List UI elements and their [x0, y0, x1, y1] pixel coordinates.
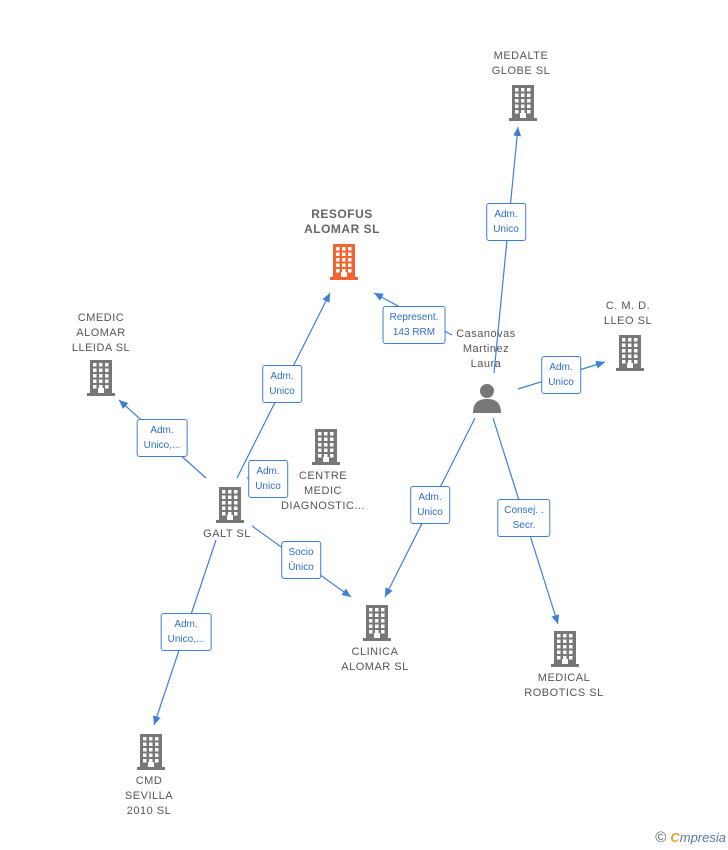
edge-casanovas-medalte	[493, 126, 522, 374]
building-icon[interactable]	[214, 487, 246, 528]
edge-label-galt-cmd_sevilla[interactable]: Adm. Unico,...	[160, 613, 212, 651]
building-icon[interactable]	[549, 631, 581, 672]
node-label-centre[interactable]: CENTRE MEDIC DIAGNOSTIC...	[280, 470, 366, 512]
edge-label-galt-resofus[interactable]: Adm. Unico	[262, 365, 302, 403]
building-icon[interactable]	[361, 605, 393, 646]
building-icon[interactable]	[135, 734, 167, 775]
building-icon[interactable]	[614, 335, 646, 376]
node-label-galt[interactable]: GALT SL	[203, 528, 251, 540]
edge-label-casanovas-resofus[interactable]: Represent. 143 RRM	[382, 306, 446, 344]
node-label-cmedic[interactable]: CMEDIC ALOMAR LLEIDA SL	[71, 312, 131, 354]
node-label-medical[interactable]: MEDICAL ROBOTICS SL	[524, 672, 604, 699]
node-label-casanovas[interactable]: Casanovas Martinez Laura	[456, 328, 516, 370]
building-icon[interactable]	[85, 360, 117, 401]
edge-label-galt-clinica[interactable]: Socio Único	[281, 541, 321, 579]
brand-name: mpresia	[679, 830, 726, 845]
building-icon[interactable]	[310, 429, 342, 470]
copyright-symbol: ©	[655, 829, 667, 846]
building-icon[interactable]	[507, 85, 539, 126]
person-icon[interactable]	[471, 383, 503, 418]
edge-label-casanovas-medical[interactable]: Consej. . Secr.	[497, 499, 551, 537]
node-label-clinica[interactable]: CLINICA ALOMAR SL	[341, 646, 409, 673]
node-label-medalte[interactable]: MEDALTE GLOBE SL	[491, 50, 551, 77]
edge-label-casanovas-medalte[interactable]: Adm. Unico	[486, 203, 526, 241]
node-label-cmd_sevilla[interactable]: CMD SEVILLA 2010 SL	[124, 775, 174, 817]
brand-initial: C	[670, 830, 680, 845]
edge-label-galt-centre[interactable]: Adm. Unico	[248, 460, 288, 498]
node-label-cmd_lleo[interactable]: C. M. D. LLEO SL	[603, 300, 653, 327]
building-icon[interactable]	[328, 244, 360, 285]
edge-label-casanovas-clinica[interactable]: Adm. Unico	[410, 486, 450, 524]
edge-label-galt-cmedic[interactable]: Adm. Unico,...	[136, 419, 188, 457]
node-label-resofus[interactable]: RESOFUS ALOMAR SL	[304, 207, 380, 236]
copyright-notice: ©Cmpresia	[655, 829, 726, 846]
edge-label-casanovas-cmd_lleo[interactable]: Adm. Unico	[541, 356, 581, 394]
